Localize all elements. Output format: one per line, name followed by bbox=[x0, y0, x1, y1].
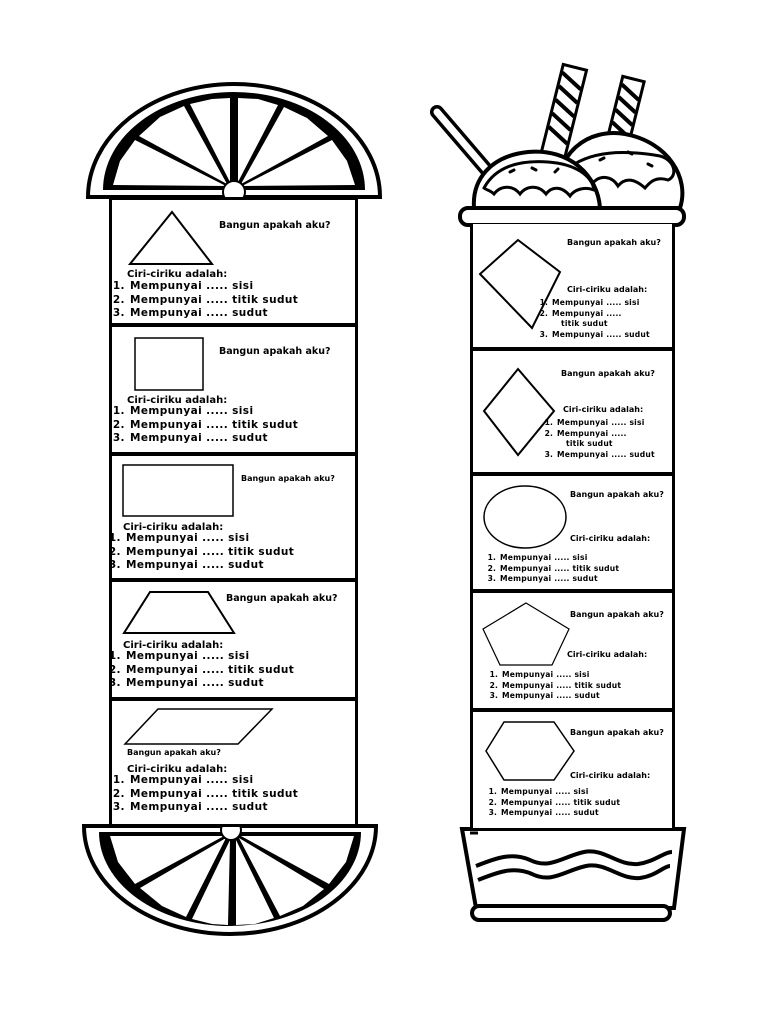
square-icon bbox=[134, 337, 204, 391]
question-label: Bangun apakah aku? bbox=[241, 474, 335, 483]
trait-sisi: Mempunyai ..... sisi bbox=[501, 670, 621, 681]
trait-titik-sudut: Mempunyai .....titik sudut bbox=[551, 309, 650, 330]
rhombus-icon bbox=[482, 367, 556, 457]
traits-label: Ciri-ciriku adalah: bbox=[127, 764, 228, 775]
traits-list: Mempunyai ..... sisi Mempunyai ..... tit… bbox=[116, 405, 298, 446]
trait-sisi: Mempunyai ..... sisi bbox=[129, 405, 298, 419]
pentagon-icon bbox=[482, 602, 570, 666]
trait-sudut: Mempunyai ..... sudut bbox=[129, 307, 298, 321]
trait-sudut: Mempunyai ..... sudut bbox=[500, 808, 620, 819]
trait-sudut: Mempunyai ..... sudut bbox=[125, 677, 294, 691]
question-label: Bangun apakah aku? bbox=[561, 369, 655, 378]
traits-label: Ciri-ciriku adalah: bbox=[123, 522, 224, 533]
traits-label: Ciri-ciriku adalah: bbox=[567, 285, 648, 294]
right-card-3: Bangun apakah aku? Ciri-ciriku adalah: M… bbox=[470, 476, 675, 593]
right-card-4: Bangun apakah aku? Ciri-ciriku adalah: M… bbox=[470, 593, 675, 712]
trait-sudut: Mempunyai ..... sudut bbox=[499, 574, 619, 585]
traits-list: Mempunyai ..... sisi Mempunyai ..... tit… bbox=[116, 774, 298, 815]
scoop-icon bbox=[471, 131, 685, 210]
trait-sisi: Mempunyai ..... sisi bbox=[551, 298, 650, 309]
left-card-2: Bangun apakah aku? Ciri-ciriku adalah: M… bbox=[109, 327, 358, 456]
question-label: Bangun apakah aku? bbox=[570, 610, 664, 619]
question-label: Bangun apakah aku? bbox=[219, 220, 331, 231]
trait-sisi: Mempunyai ..... sisi bbox=[125, 650, 294, 664]
right-card-2: Bangun apakah aku? Ciri-ciriku adalah: M… bbox=[470, 351, 675, 476]
traits-label: Ciri-ciriku adalah: bbox=[123, 640, 224, 651]
traits-list: Mempunyai ..... sisi Mempunyai ..... tit… bbox=[491, 670, 621, 702]
trait-titik-sudut: Mempunyai ..... titik sudut bbox=[129, 294, 298, 308]
trait-titik-sudut: Mempunyai ..... titik sudut bbox=[129, 419, 298, 433]
question-label: Bangun apakah aku? bbox=[219, 346, 331, 357]
trait-titik-sudut: Mempunyai ..... titik sudut bbox=[501, 681, 621, 692]
trait-sisi: Mempunyai ..... sisi bbox=[129, 280, 298, 294]
trait-sisi: Mempunyai ..... sisi bbox=[125, 532, 294, 546]
trait-titik-sudut: Mempunyai .....titik sudut bbox=[556, 429, 655, 450]
trait-sudut: Mempunyai ..... sudut bbox=[551, 330, 650, 341]
left-card-4: Bangun apakah aku? Ciri-ciriku adalah: M… bbox=[109, 582, 358, 701]
traits-label: Ciri-ciriku adalah: bbox=[567, 650, 648, 659]
kite-icon bbox=[478, 238, 562, 330]
traits-label: Ciri-ciriku adalah: bbox=[570, 771, 651, 780]
traits-list: Mempunyai ..... sisi Mempunyai .....titi… bbox=[546, 418, 655, 460]
traits-list: Mempunyai ..... sisi Mempunyai .....titi… bbox=[541, 298, 650, 340]
trait-sudut: Mempunyai ..... sudut bbox=[129, 432, 298, 446]
triangle-icon bbox=[127, 210, 215, 265]
traits-label: Ciri-ciriku adalah: bbox=[127, 395, 228, 406]
right-card-5: Bangun apakah aku? Ciri-ciriku adalah: M… bbox=[470, 712, 675, 831]
traits-list: Mempunyai ..... sisi Mempunyai ..... tit… bbox=[112, 650, 294, 691]
question-label: Bangun apakah aku? bbox=[226, 593, 338, 604]
trait-titik-sudut: Mempunyai ..... titik sudut bbox=[125, 664, 294, 678]
left-card-5: Bangun apakah aku? Ciri-ciriku adalah: M… bbox=[109, 701, 358, 827]
trait-sudut: Mempunyai ..... sudut bbox=[125, 559, 294, 573]
right-card-1: Bangun apakah aku? Ciri-ciriku adalah: M… bbox=[470, 224, 675, 351]
question-label: Bangun apakah aku? bbox=[127, 748, 221, 757]
question-label: Bangun apakah aku? bbox=[570, 490, 664, 499]
traits-list: Mempunyai ..... sisi Mempunyai ..... tit… bbox=[489, 553, 619, 585]
trait-sudut: Mempunyai ..... sudut bbox=[501, 691, 621, 702]
trait-sisi: Mempunyai ..... sisi bbox=[499, 553, 619, 564]
trait-titik-sudut: Mempunyai ..... titik sudut bbox=[125, 546, 294, 560]
trait-titik-sudut: Mempunyai ..... titik sudut bbox=[500, 798, 620, 809]
question-label: Bangun apakah aku? bbox=[570, 728, 664, 737]
trait-titik-sudut: Mempunyai ..... titik sudut bbox=[499, 564, 619, 575]
question-label: Bangun apakah aku? bbox=[567, 238, 661, 247]
traits-label: Ciri-ciriku adalah: bbox=[563, 405, 644, 414]
left-card-3: Bangun apakah aku? Ciri-ciriku adalah: M… bbox=[109, 456, 358, 582]
traits-label: Ciri-ciriku adalah: bbox=[127, 269, 228, 280]
traits-list: Mempunyai ..... sisi Mempunyai ..... tit… bbox=[112, 532, 294, 573]
trait-sudut: Mempunyai ..... sudut bbox=[129, 801, 298, 815]
trait-sisi: Mempunyai ..... sisi bbox=[500, 787, 620, 798]
hexagon-icon bbox=[485, 721, 575, 781]
trapezoid-icon bbox=[122, 591, 236, 634]
traits-label: Ciri-ciriku adalah: bbox=[570, 534, 651, 543]
ellipse-icon bbox=[483, 485, 567, 549]
traits-list: Mempunyai ..... sisi Mempunyai ..... tit… bbox=[490, 787, 620, 819]
left-card-1: Bangun apakah aku? Ciri-ciriku adalah: M… bbox=[109, 197, 358, 327]
traits-list: Mempunyai ..... sisi Mempunyai ..... tit… bbox=[116, 280, 298, 321]
trait-sisi: Mempunyai ..... sisi bbox=[556, 418, 655, 429]
parallelogram-icon bbox=[123, 708, 274, 745]
rectangle-icon bbox=[122, 464, 234, 517]
trait-titik-sudut: Mempunyai ..... titik sudut bbox=[129, 788, 298, 802]
trait-sisi: Mempunyai ..... sisi bbox=[129, 774, 298, 788]
trait-sudut: Mempunyai ..... sudut bbox=[556, 450, 655, 461]
